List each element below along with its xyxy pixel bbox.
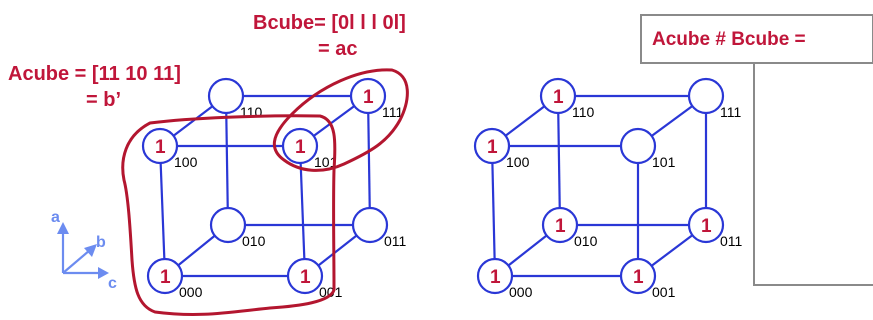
cube-node-100 (141, 127, 179, 165)
node-value-001: 1 (633, 267, 644, 288)
result-label: Acube # Bcube = (652, 29, 806, 50)
node-label-010: 010 (574, 233, 598, 249)
result-panel (753, 61, 873, 286)
node-label-010: 010 (242, 233, 266, 249)
node-value-000: 1 (490, 267, 501, 288)
cube-node-101 (619, 127, 657, 165)
cube-node-011 (351, 206, 389, 244)
node-label-001: 001 (319, 284, 343, 300)
node-value-001: 1 (300, 267, 311, 288)
node-value-010: 1 (555, 216, 566, 237)
cube-edge-010-110 (556, 95, 562, 226)
cube-node-101 (281, 127, 319, 165)
node-label-111: 111 (720, 104, 741, 120)
node-label-011: 011 (384, 233, 407, 249)
cube-node-011 (687, 206, 725, 244)
axis-b-arrowhead (84, 244, 97, 257)
node-value-101: 1 (295, 137, 306, 158)
bcube-loop (273, 68, 409, 172)
axis-c-arrowhead (98, 267, 109, 279)
axis-b-arrow (62, 249, 91, 274)
node-value-100: 1 (487, 137, 498, 158)
cube-node-111 (687, 77, 725, 115)
node-label-111: 111 (382, 104, 403, 120)
cube-edge-010-110 (224, 95, 230, 226)
cube-node-100 (473, 127, 511, 165)
cube-node-001 (619, 257, 657, 295)
cube-node-010 (209, 206, 247, 244)
axis-b-label: b (96, 234, 106, 251)
cube-node-010 (541, 206, 579, 244)
cube-edge-000-100 (158, 145, 167, 277)
cube-node-110 (539, 77, 577, 115)
acube-equation: Acube = [11 10 11] (8, 63, 181, 85)
node-label-101: 101 (314, 154, 338, 170)
node-label-000: 000 (509, 284, 533, 300)
bcube-equation: Bcube= [0l l l 0l] (253, 12, 406, 34)
node-label-100: 100 (174, 154, 198, 170)
axis-a-label: a (51, 209, 60, 226)
axis-c-label: c (108, 275, 117, 292)
cube-edge-011-111 (366, 95, 372, 226)
node-value-000: 1 (160, 267, 171, 288)
cube-edge-001-101 (298, 145, 307, 277)
acube-loop (121, 114, 337, 317)
bcube-result: = ac (318, 38, 357, 60)
cube-node-110 (207, 77, 245, 115)
acube-result: = b’ (86, 89, 121, 111)
node-label-000: 000 (179, 284, 203, 300)
node-value-111: 1 (363, 87, 374, 108)
axis-a-arrowhead (57, 222, 69, 234)
cube-edge-000-100 (490, 145, 497, 277)
node-label-001: 001 (652, 284, 676, 300)
node-label-011: 011 (720, 233, 743, 249)
cube-node-000 (476, 257, 514, 295)
cube-node-001 (286, 257, 324, 295)
node-value-110: 1 (553, 87, 564, 108)
node-label-100: 100 (506, 154, 530, 170)
cube-node-000 (146, 257, 184, 295)
result-label-box (640, 14, 873, 64)
node-label-101: 101 (652, 154, 676, 170)
cube-node-111 (349, 77, 387, 115)
node-value-100: 1 (155, 137, 166, 158)
node-value-011: 1 (701, 216, 712, 237)
node-label-110: 110 (572, 104, 595, 120)
